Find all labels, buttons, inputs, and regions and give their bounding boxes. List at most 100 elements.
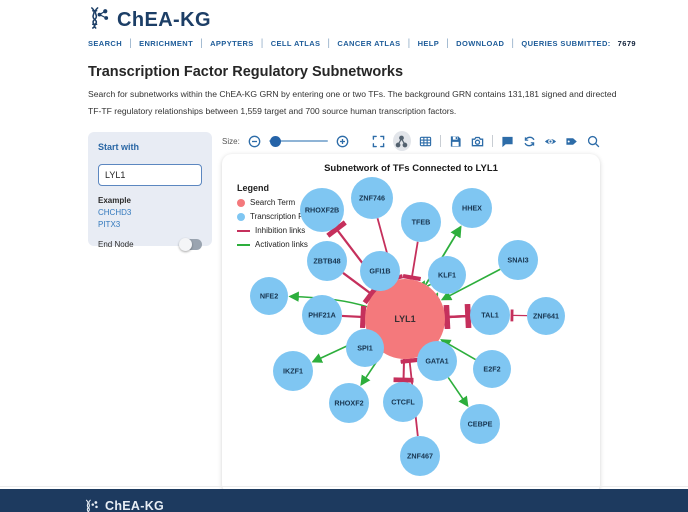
node-SPI1[interactable]: SPI1: [346, 329, 384, 368]
queries-submitted-value: 7679: [617, 39, 636, 48]
nav-separator: |: [511, 38, 515, 49]
legend-label: Inhibition links: [255, 226, 306, 236]
node-label-E2F2: E2F2: [483, 365, 500, 374]
node-ZNF641[interactable]: ZNF641: [527, 297, 565, 336]
page-title: Transcription Factor Regulatory Subnetwo…: [88, 64, 404, 80]
nav-separator: |: [446, 38, 450, 49]
node-label-RHOXF2B: RHOXF2B: [305, 206, 339, 215]
sync-icon[interactable]: [522, 134, 535, 149]
nav-item-appyters[interactable]: APPYTERS: [210, 39, 254, 48]
legend-label: Search Term: [250, 198, 296, 208]
node-label-SNAI3: SNAI3: [507, 256, 528, 265]
edge-LYL1-CTCFL: [393, 359, 414, 383]
footer: ChEA-KG: [0, 489, 688, 512]
node-GATA1[interactable]: GATA1: [417, 341, 457, 382]
node-label-CEBPE: CEBPE: [468, 420, 493, 429]
legend-swatch: [237, 229, 250, 232]
node-label-GATA1: GATA1: [425, 357, 448, 366]
edge-PHF21A-LYL1: [341, 306, 367, 329]
footer-divider: [0, 486, 688, 487]
comment-icon[interactable]: [501, 134, 514, 149]
brand-logo-icon[interactable]: [88, 6, 111, 34]
page-description: Search for subnetworks within the ChEA-K…: [88, 89, 617, 117]
node-ZNF467[interactable]: ZNF467: [400, 436, 440, 477]
node-label-ZNF467: ZNF467: [407, 452, 433, 461]
nav-separator: |: [129, 38, 133, 49]
main-nav: SEARCH|ENRICHMENT|APPYTERS|CELL ATLAS|CA…: [88, 38, 688, 49]
node-label-GFI1B: GFI1B: [369, 267, 390, 276]
toggle-knob: [179, 238, 192, 252]
node-LYL1[interactable]: LYL1: [365, 279, 445, 360]
end-node-toggle[interactable]: [179, 238, 202, 252]
nav-item-download[interactable]: DOWNLOAD: [456, 39, 505, 48]
eye-icon[interactable]: [544, 134, 557, 149]
nav-item-cell-atlas[interactable]: CELL ATLAS: [270, 39, 321, 48]
node-CTCFL[interactable]: CTCFL: [383, 382, 423, 423]
footer-brand: ChEA-KG: [105, 499, 165, 512]
legend-swatch: [237, 243, 250, 246]
node-ZNF746[interactable]: ZNF746: [351, 177, 393, 220]
example-link-chchd3[interactable]: CHCHD3: [98, 208, 132, 218]
legend-swatch: [237, 212, 245, 221]
nav-item-cancer-atlas[interactable]: CANCER ATLAS: [337, 39, 401, 48]
nav-item-enrichment[interactable]: ENRICHMENT: [139, 39, 194, 48]
tf-search-input[interactable]: [98, 164, 202, 187]
node-HHEX[interactable]: HHEX: [452, 188, 492, 229]
legend-label: Transcription Factor: [250, 212, 321, 222]
graph-card: Subnetwork of TFs Connected to LYL1 Lege…: [222, 154, 600, 495]
node-label-NFE2: NFE2: [260, 292, 278, 301]
node-label-HHEX: HHEX: [462, 204, 482, 213]
node-label-TFEB: TFEB: [412, 218, 431, 227]
header: ChEA-KG SEARCH|ENRICHMENT|APPYTERS|CELL …: [0, 0, 688, 49]
table-view-icon[interactable]: [419, 134, 432, 149]
node-RHOXF2[interactable]: RHOXF2: [329, 383, 369, 424]
nav-item-help[interactable]: HELP: [417, 39, 440, 48]
fullscreen-icon[interactable]: [372, 134, 385, 149]
node-label-IKZF1: IKZF1: [283, 367, 303, 376]
node-E2F2[interactable]: E2F2: [473, 350, 511, 389]
edge-SNAI3-LYL1: [440, 268, 501, 301]
node-TFEB[interactable]: TFEB: [401, 202, 441, 243]
node-label-SPI1: SPI1: [357, 344, 373, 353]
queries-submitted-label: QUERIES SUBMITTED:: [521, 39, 611, 48]
node-ZBTB48[interactable]: ZBTB48: [307, 241, 347, 282]
example-label: Example: [98, 196, 131, 206]
node-label-ZNF641: ZNF641: [533, 312, 559, 321]
zoom-in-icon[interactable]: [336, 134, 349, 149]
footer-logo-icon: [84, 499, 99, 512]
node-PHF21A[interactable]: PHF21A: [302, 295, 342, 336]
node-GFI1B[interactable]: GFI1B: [360, 251, 400, 292]
tag-icon[interactable]: [565, 134, 578, 149]
graph-toolbar: Size:: [222, 131, 600, 152]
node-RHOXF2B[interactable]: RHOXF2B: [300, 188, 344, 233]
node-KLF1[interactable]: KLF1: [428, 256, 466, 295]
zoom-out-icon[interactable]: [248, 134, 261, 149]
legend-item: Inhibition links: [237, 226, 321, 235]
legend-item: Transcription Factor: [237, 212, 321, 221]
slider-handle[interactable]: [270, 136, 282, 148]
node-TAL1[interactable]: TAL1: [470, 295, 510, 336]
edge-ZBTB48-LYL1: [342, 272, 380, 305]
size-slider[interactable]: [269, 134, 329, 148]
network-view-icon[interactable]: [393, 131, 411, 152]
edge-GATA1-CEBPE: [447, 377, 469, 408]
node-label-PHF21A: PHF21A: [308, 311, 336, 320]
node-label-ZNF746: ZNF746: [359, 194, 385, 203]
magnifier-icon[interactable]: [587, 134, 600, 149]
start-with-heading: Start with: [98, 142, 140, 153]
example-link-pitx3[interactable]: PITX3: [98, 220, 121, 230]
nav-item-search[interactable]: SEARCH: [88, 39, 123, 48]
node-label-CTCFL: CTCFL: [391, 398, 415, 407]
edge-TFEB-LYL1: [402, 241, 422, 282]
camera-icon[interactable]: [471, 134, 484, 149]
node-CEBPE[interactable]: CEBPE: [460, 404, 500, 445]
node-SNAI3[interactable]: SNAI3: [498, 240, 538, 281]
node-NFE2[interactable]: NFE2: [250, 277, 288, 316]
node-IKZF1[interactable]: IKZF1: [273, 351, 313, 392]
node-label-ZBTB48: ZBTB48: [313, 257, 340, 266]
save-icon[interactable]: [449, 134, 462, 149]
toolbar-divider: [440, 135, 442, 148]
